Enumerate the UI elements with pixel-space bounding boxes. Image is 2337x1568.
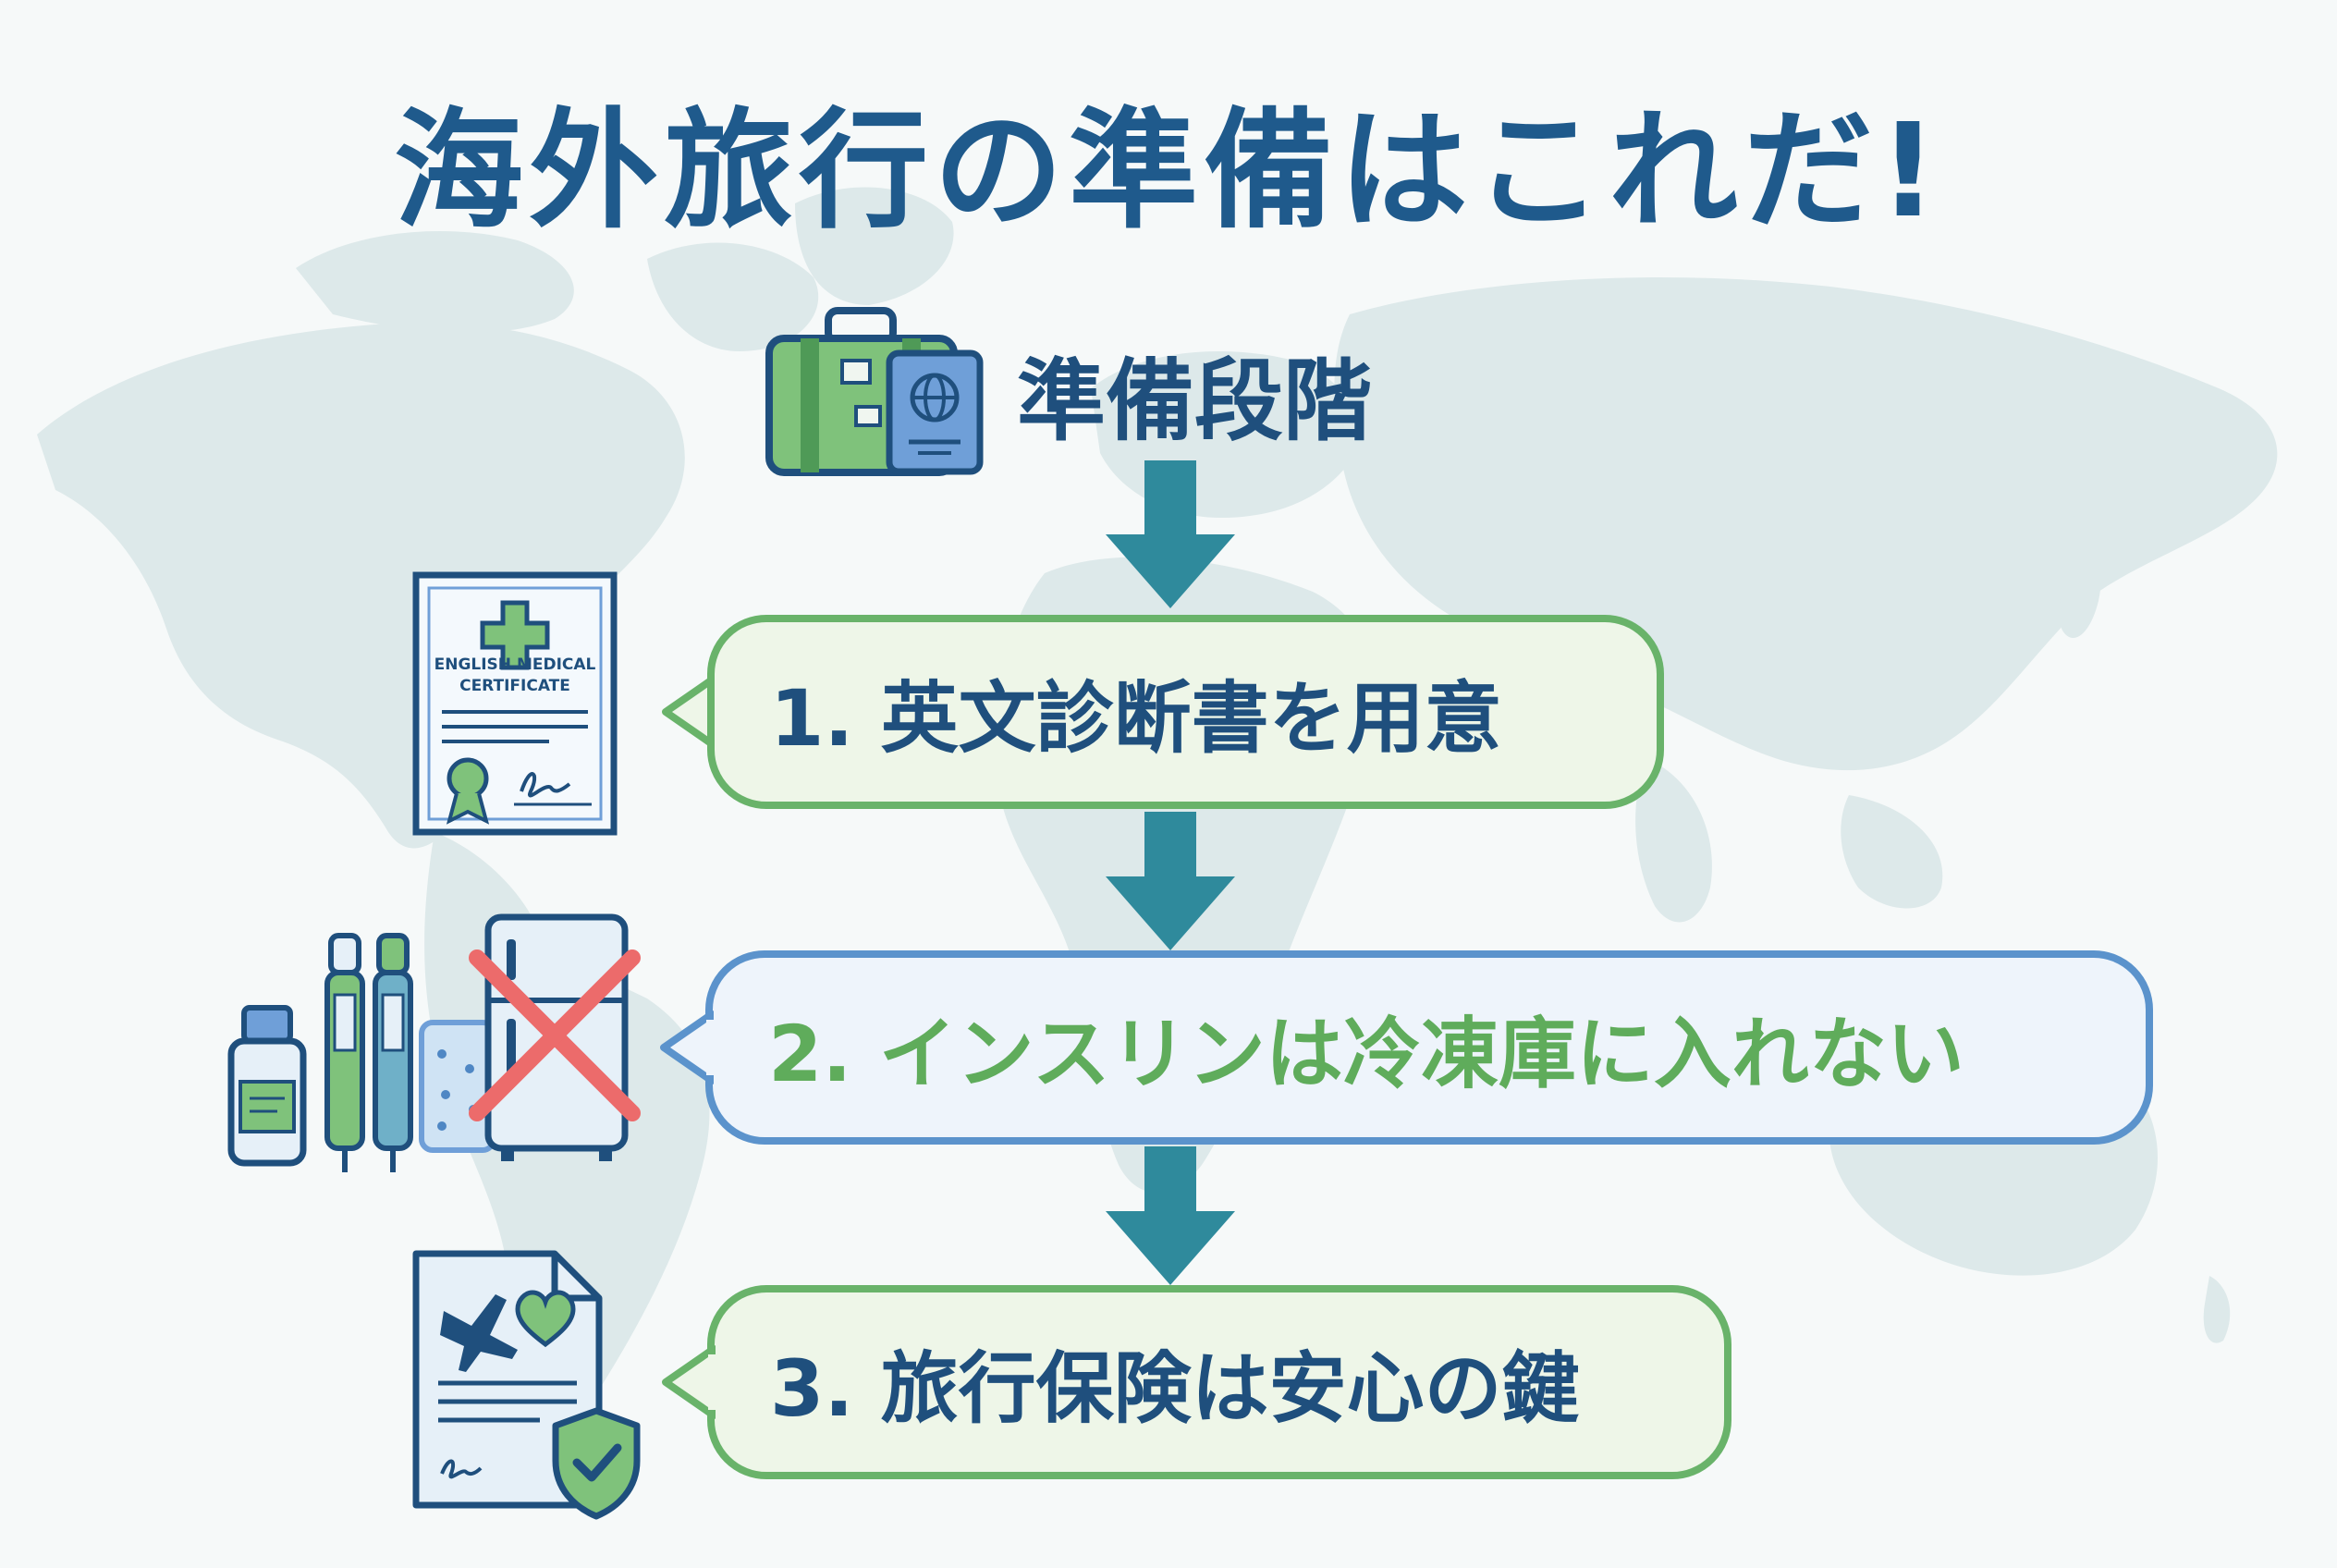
step-2-label: 2. インスリンは冷凍庫に入れない — [768, 1008, 1964, 1099]
page-title: 海外旅行の準備はこれだ! — [394, 96, 1943, 247]
cross-mark-icon — [469, 949, 641, 1121]
stage-label: 準備段階 — [1017, 349, 1372, 453]
step-3-callout: 3. 旅行保険は安心の鍵 — [707, 1285, 1731, 1479]
callout-tail-2 — [660, 1011, 714, 1084]
certificate-line-1: ENGLISH MEDICAL — [434, 655, 596, 674]
shield-check-icon — [552, 1407, 641, 1520]
step-1-label: 1. 英文診断書を用意 — [770, 672, 1502, 764]
arrow-down-1 — [1106, 460, 1235, 608]
arrow-down-3 — [1106, 1146, 1235, 1285]
medical-certificate-icon: ENGLISH MEDICAL CERTIFICATE — [412, 571, 618, 836]
callout-tail-3 — [662, 1345, 716, 1419]
step-2-callout: 2. インスリンは冷凍庫に入れない — [705, 950, 2153, 1145]
insulin-vial-icon — [227, 1005, 307, 1167]
arrow-down-2 — [1106, 812, 1235, 950]
insulin-pen-icon-2 — [373, 933, 413, 1172]
step-1-callout: 1. 英文診断書を用意 — [707, 615, 1664, 809]
certificate-line-2: CERTIFICATE — [459, 677, 570, 695]
insulin-pen-icon — [324, 933, 365, 1172]
passport-icon — [886, 349, 984, 475]
step-3-label: 3. 旅行保険は安心の鍵 — [770, 1342, 1580, 1434]
